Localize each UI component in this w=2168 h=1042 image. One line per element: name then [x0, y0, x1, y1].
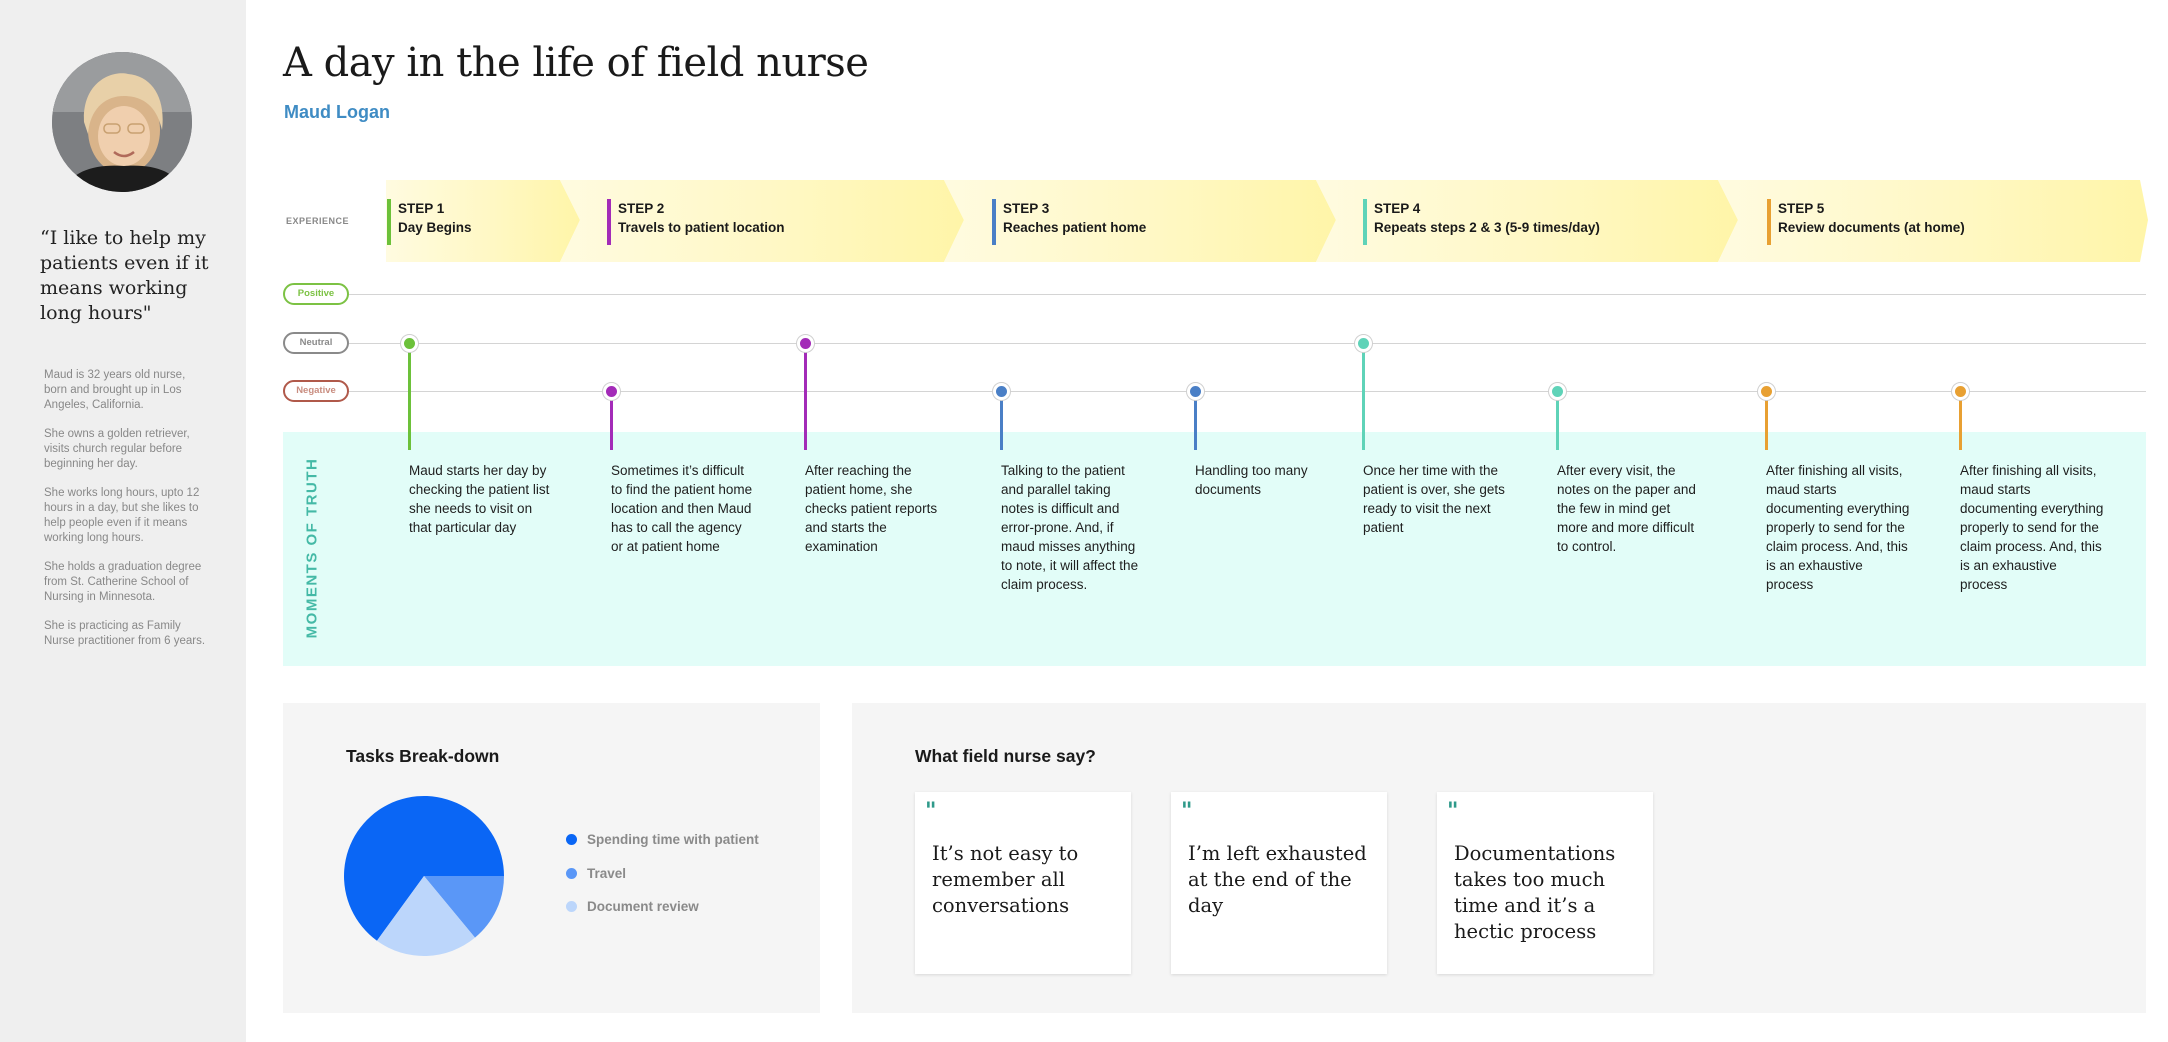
legend-dot [566, 834, 577, 845]
legend-item: Travel [566, 866, 626, 881]
moment-dot [401, 335, 418, 352]
moments-band [283, 432, 2146, 666]
moment-stem [1556, 391, 1559, 450]
step-label: Repeats steps 2 & 3 (5-9 times/day) [1374, 220, 1600, 235]
step-5: STEP 5 Review documents (at home) [1767, 199, 1965, 247]
bio-paragraph: She works long hours, upto 12 hours in a… [44, 487, 200, 544]
moment-dot [1549, 383, 1566, 400]
emotion-neutral-badge: Neutral [283, 332, 349, 354]
moment-dot [1758, 383, 1775, 400]
step-label: Review documents (at home) [1778, 220, 1965, 235]
quote-text: It’s not easy to remember all conversati… [932, 842, 1079, 917]
legend-dot [566, 901, 577, 912]
quote-text: Documentations takes too much time and i… [1454, 842, 1616, 943]
pie-slice [344, 796, 504, 941]
moment-stem [408, 343, 411, 450]
step-label: Reaches patient home [1003, 220, 1147, 235]
step-number: STEP 3 [1003, 201, 1050, 216]
moment-dot [797, 335, 814, 352]
moment-text: Talking to the patient and parallel taki… [1001, 463, 1139, 592]
legend-label: Spending time with patient [587, 832, 759, 847]
voices-title: What field nurse say? [915, 746, 1096, 766]
tasks-pie-chart [344, 796, 504, 956]
step-3: STEP 3 Reaches patient home [992, 199, 1146, 247]
step-4: STEP 4 Repeats steps 2 & 3 (5-9 times/da… [1363, 199, 1600, 247]
quote-text: I’m left exhausted at the end of the day [1188, 842, 1367, 917]
step-chevron [1316, 180, 1738, 262]
persona-sidebar: “I like to help my patients even if it m… [0, 0, 246, 1042]
moment-text: Maud starts her day by checking the pati… [409, 463, 550, 535]
bio-paragraph: Maud is 32 years old nurse, born and bro… [44, 369, 186, 411]
step-number: STEP 2 [618, 201, 665, 216]
positive-line [349, 294, 2146, 295]
step-label: Travels to patient location [618, 220, 785, 235]
legend-label: Travel [587, 866, 627, 881]
moment-dot [603, 383, 620, 400]
step-chevron [560, 180, 964, 262]
quote-mark-icon: " [925, 798, 937, 824]
moment-stem [1959, 391, 1962, 450]
step-chevron [1718, 180, 2148, 262]
moment-dot [993, 383, 1010, 400]
moment-stem [1362, 343, 1365, 450]
moment-text: After finishing all visits, maud starts … [1960, 463, 2104, 592]
pie-slice [424, 876, 504, 938]
negative-line [349, 391, 2146, 392]
moment-stem [610, 391, 613, 450]
quote-mark-icon: " [1447, 798, 1459, 824]
step-5-marker [1767, 199, 1771, 245]
quote-card: " I’m left exhausted at the end of the d… [1171, 792, 1387, 974]
step-number: STEP 1 [398, 201, 445, 216]
bio-paragraph: She is practicing as Family Nurse practi… [44, 620, 206, 647]
moment-stem [1194, 391, 1197, 450]
emotion-positive-badge: Positive [283, 283, 349, 305]
step-4-marker [1363, 199, 1367, 245]
step-1: STEP 1 Day Begins [387, 199, 472, 247]
moment-stem [1000, 391, 1003, 450]
pie-slice [376, 876, 475, 956]
step-number: STEP 4 [1374, 201, 1421, 216]
page-title: A day in the life of field nurse [283, 40, 869, 86]
moment-dot [1952, 383, 1969, 400]
legend-item: Document review [566, 899, 699, 914]
bio-paragraph: She holds a graduation degree from St. C… [44, 561, 202, 603]
steps-band [386, 180, 2148, 262]
moment-text: Once her time with the patient is over, … [1363, 463, 1505, 535]
step-number: STEP 5 [1778, 201, 1825, 216]
moment-text: Sometimes it’s difficult to find the pat… [611, 463, 753, 554]
persona-name: Maud Logan [284, 102, 390, 122]
step-label: Day Begins [398, 220, 472, 235]
step-chevron [386, 180, 580, 262]
moment-text: After finishing all visits, maud starts … [1766, 463, 1910, 592]
bio-paragraph: She owns a golden retriever, visits chur… [44, 428, 190, 470]
moment-stem [1765, 391, 1768, 450]
persona-bio: Maud is 32 years old nurse, born and bro… [44, 368, 210, 663]
quote-card: " It’s not easy to remember all conversa… [915, 792, 1131, 974]
step-chevron [944, 180, 1336, 262]
step-2: STEP 2 Travels to patient location [607, 199, 785, 247]
tasks-title: Tasks Break-down [346, 746, 500, 766]
experience-label: EXPERIENCE [286, 216, 350, 226]
moment-dot [1187, 383, 1204, 400]
legend-label: Document review [587, 899, 699, 914]
step-3-marker [992, 199, 996, 245]
persona-quote: “I like to help my patients even if it m… [40, 227, 209, 324]
moment-text: After every visit, the notes on the pape… [1557, 463, 1696, 554]
moment-dot [1355, 335, 1372, 352]
legend-dot [566, 868, 577, 879]
moments-of-truth-label: MOMENTS OF TRUTH [303, 457, 321, 639]
step-1-marker [387, 199, 391, 245]
neutral-line [349, 343, 2146, 344]
moment-stem [804, 343, 807, 450]
moment-text: After reaching the patient home, she che… [805, 463, 938, 554]
quote-mark-icon: " [1181, 798, 1193, 824]
legend-item: Spending time with patient [566, 832, 759, 847]
moment-text: Handling too many documents [1195, 463, 1308, 497]
emotion-negative-badge: Negative [283, 380, 349, 402]
quote-card: " Documentations takes too much time and… [1437, 792, 1653, 974]
step-2-marker [607, 199, 611, 245]
